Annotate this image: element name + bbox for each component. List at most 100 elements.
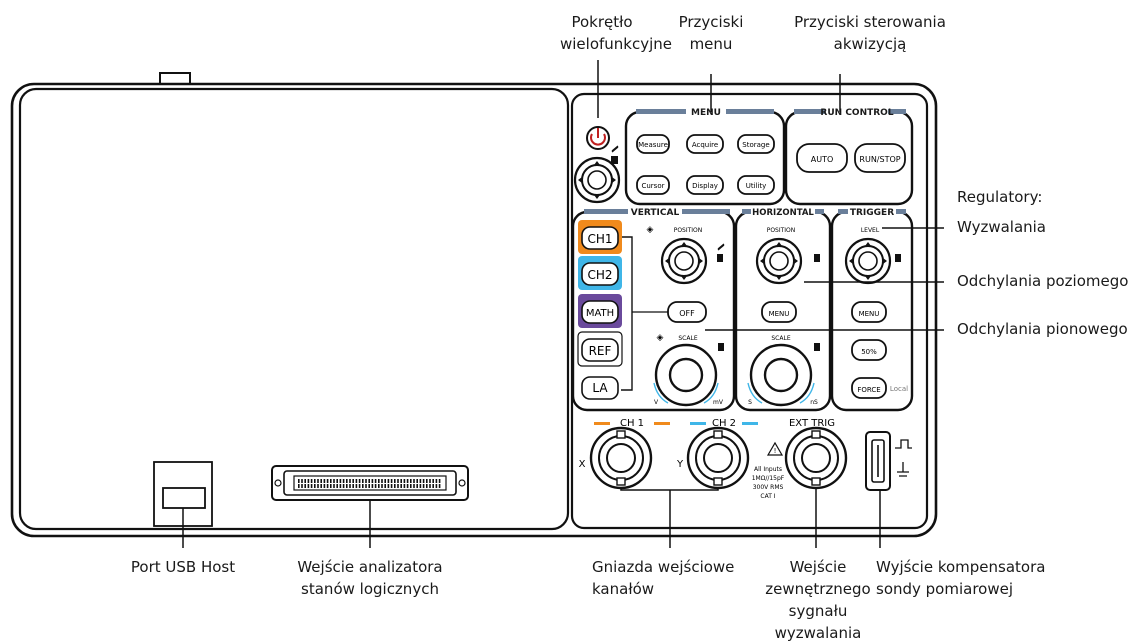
run-control-title: RUN CONTROL [820,108,893,118]
cursor-button-label: Cursor [641,182,664,190]
ch2-input-label: CH 2 [712,418,736,429]
ch1-bnc-connector[interactable] [589,426,653,490]
warning-line-3: 300V RMS [753,484,784,491]
horizontal-position-knob[interactable] [755,237,803,285]
warning-icon [766,441,784,456]
caption-menu-buttons-line1: Przyciski [678,13,744,31]
trigger-menu-button[interactable] [851,301,887,323]
multifunction-knob[interactable] [573,156,621,204]
measure-button[interactable] [636,134,670,154]
caption-ext-trigger-line2: zewnętrznego [765,580,871,598]
caption-multifunction-knob: Pokrętło wielofunkcyjne [560,11,673,55]
caption-vertical-controls: Odchylania pionowego [957,320,1128,338]
utility-button[interactable] [737,175,775,195]
ref-button[interactable] [581,338,619,362]
fifty-percent-button[interactable] [851,339,887,361]
input-connectors: CH 1 CH 2 EXT TRIG X Y ! All Inputs 1MΩ/… [579,418,912,500]
run-stop-button-label: RUN/STOP [859,155,900,164]
warning-line-2: 1MΩ//15pF [752,475,785,482]
warning-line-4: CAT I [760,493,775,500]
horizontal-title: HORIZONTAL [752,208,814,218]
updown-arrows-icon-2: ◈ [657,333,664,343]
ns-unit-label: nS [810,399,818,406]
caption-menu-buttons: Przyciski menu [664,11,758,55]
force-button[interactable] [851,377,887,399]
caption-acquisition-buttons-line2: akwizycją [833,35,907,53]
horizontal-position-label: POSITION [767,227,796,234]
vertical-scale-label: SCALE [678,335,697,342]
y-label: Y [676,459,684,470]
caption-multifunction-knob-line2: wielofunkcyjne [560,35,673,53]
force-button-label: FORCE [857,386,880,394]
fifty-percent-label: 50% [861,348,877,356]
caption-usb-host-port: Port USB Host [130,558,236,576]
caption-compensator-line2: sondy pomiarowej [876,580,1014,598]
caption-compensator-output: Wyjście kompensatora sondy pomiarowej [876,556,1045,600]
ch2-button[interactable] [581,262,619,286]
updown-arrows-icon: ◈ [647,225,654,235]
ch1-input-label: CH 1 [620,418,644,429]
vertical-title: VERTICAL [631,208,680,218]
square-wave-icon [895,439,912,449]
caption-acquisition-buttons-line1: Przyciski sterowania [794,13,946,31]
svg-text:!: ! [774,447,777,455]
trigger-level-knob[interactable] [844,237,892,285]
ch1-button[interactable] [581,226,619,250]
menu-section-title: MENU [691,108,721,118]
off-button[interactable] [667,301,707,323]
menu-buttons: Measure Acquire Storage Cursor Display U… [636,134,775,195]
run-control-section: RUN CONTROL AUTO RUN/STOP [784,106,914,206]
horizontal-menu-label: MENU [769,310,790,318]
leader-lines [182,60,944,548]
caption-logic-analyzer-line2: stanów logicznych [301,580,439,598]
ext-trig-label: EXT TRIG [789,418,835,429]
caption-channel-inputs-line1: Gniazda wejściowe [592,558,735,576]
horizontal-scale-label: SCALE [771,335,790,342]
math-button[interactable] [581,300,619,324]
caption-menu-buttons-line2: menu [689,35,733,53]
ch2-button-label: CH2 [587,268,612,282]
storage-button-label: Storage [742,141,769,149]
la-button[interactable] [581,376,619,400]
x-label: X [579,459,586,470]
display-button-label: Display [692,182,718,190]
oscilloscope-screen-cover [18,87,570,531]
trigger-level-label: LEVEL [861,227,880,234]
vertical-scale-knob[interactable] [654,343,718,407]
ch2-bnc-connector[interactable] [686,426,750,490]
warning-line-1: All Inputs [754,466,782,473]
display-button[interactable] [686,175,724,195]
ext-trig-bnc-connector[interactable] [784,426,848,490]
measure-button-label: Measure [638,141,668,149]
local-label: Local [890,385,908,393]
auto-button[interactable] [796,143,848,173]
logic-analyzer-connector[interactable] [271,465,469,501]
caption-channel-inputs: Gniazda wejściowe kanałów [592,556,734,600]
acquire-button[interactable] [686,134,724,154]
mv-unit-label: mV [713,399,724,406]
vertical-section: VERTICAL CH1 CH2 MATH REF LA OFF ◈ POSIT… [571,206,736,412]
cursor-button[interactable] [636,175,670,195]
vertical-position-knob[interactable] [660,237,708,285]
caption-logic-analyzer-input: Wejście analizatora stanów logicznych [290,556,450,600]
trigger-section: TRIGGER LEVEL MENU 50% FORCE Local [830,206,914,412]
ref-button-label: REF [589,344,612,358]
storage-button[interactable] [737,134,775,154]
caption-external-trigger-input: Wejście zewnętrznego sygnału wyzwalania [758,556,878,644]
s-unit-label: S [748,399,752,406]
caption-controls-title: Regulatory: [957,188,1043,206]
trigger-menu-label: MENU [859,310,880,318]
caption-logic-analyzer-line1: Wejście analizatora [297,558,443,576]
horizontal-menu-button[interactable] [761,301,797,323]
run-stop-button[interactable] [854,143,906,173]
caption-compensator-line1: Wyjście kompensatora [876,558,1046,576]
utility-button-label: Utility [746,182,767,190]
vertical-position-label: POSITION [674,227,703,234]
power-icon[interactable] [586,126,610,150]
caption-trigger-controls: Wyzwalania [957,218,1047,236]
horizontal-scale-knob[interactable] [749,343,813,407]
caption-multifunction-knob-line1: Pokrętło [571,13,633,31]
v-unit-label: V [654,399,659,406]
math-button-label: MATH [586,308,614,319]
caption-ext-trigger-line4: wyzwalania [774,624,862,642]
